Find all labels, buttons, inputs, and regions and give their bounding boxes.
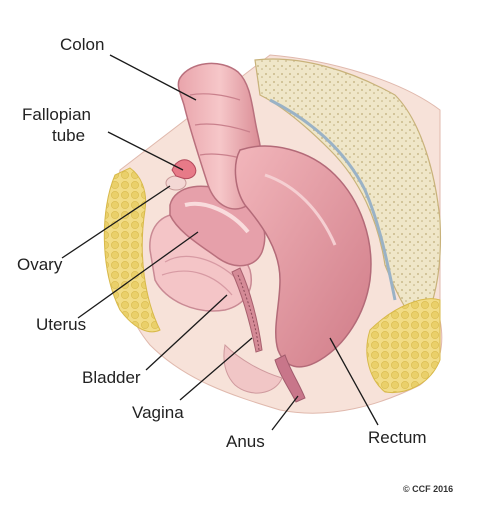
- label-fallopian-line1: Fallopian: [22, 105, 91, 124]
- label-vagina: Vagina: [132, 403, 184, 422]
- leader-bladder: [145, 294, 228, 371]
- label-fallopian-line2: tube: [52, 126, 85, 145]
- fallopian-tube-organ: [171, 159, 197, 180]
- leader-colon: [109, 54, 197, 101]
- abdominal-fat: [103, 167, 161, 333]
- label-uterus: Uterus: [36, 315, 86, 334]
- label-ovary: Ovary: [17, 255, 63, 274]
- leader-vagina: [179, 337, 253, 401]
- rectum-organ: [234, 145, 372, 368]
- label-colon: Colon: [60, 35, 104, 54]
- pelvic-membrane: [269, 98, 397, 301]
- leader-rectum: [329, 337, 379, 426]
- leader-ovary: [61, 185, 171, 259]
- leader-uterus: [77, 231, 199, 319]
- leader-anus: [271, 395, 299, 431]
- vagina-canal: [231, 267, 263, 353]
- buttock-fat: [366, 298, 441, 394]
- label-rectum: Rectum: [368, 428, 427, 447]
- perineum: [223, 343, 283, 394]
- copyright-text: © CCF 2016: [403, 484, 453, 494]
- label-anus: Anus: [226, 432, 265, 451]
- label-bladder: Bladder: [82, 368, 141, 387]
- leader-fallopian-tube: [107, 131, 184, 171]
- leader-lines: [61, 54, 379, 431]
- anal-canal: [274, 354, 306, 403]
- labels: Colon Fallopian tube Ovary Uterus Bladde…: [17, 35, 453, 494]
- anatomy-illustration: [103, 54, 443, 414]
